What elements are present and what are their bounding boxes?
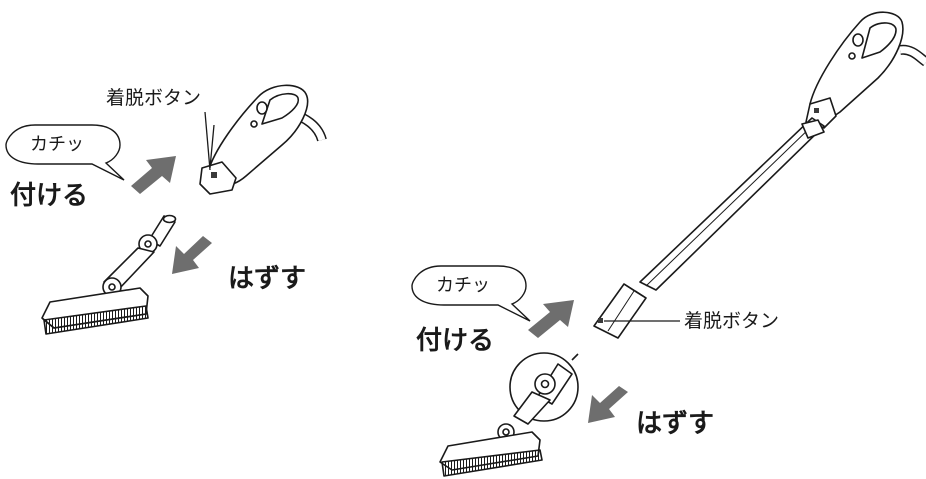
- left-attach-label: 付ける: [10, 181, 89, 211]
- right-detach-label: はずす: [636, 409, 715, 439]
- right-attach-label: 付ける: [416, 326, 495, 356]
- left-release-button-leader: [204, 111, 211, 171]
- right-release-button-label: 着脱ボタン: [684, 310, 780, 332]
- right-attach-arrow: [528, 300, 574, 338]
- left-release-button-label: 着脱ボタン: [106, 87, 202, 109]
- right-click-sound-text: カチッ: [436, 275, 490, 296]
- left-attach-arrow: [131, 156, 176, 194]
- left-handheld-unit: [199, 84, 327, 195]
- left-detach-label: はずす: [228, 264, 307, 294]
- right-detach-arrow: [588, 386, 628, 423]
- right-stick-vacuum-handle: [805, 11, 926, 129]
- left-click-sound-text: カチッ: [30, 134, 84, 155]
- right-extension-pipe: [593, 117, 825, 339]
- left-brush-nozzle: [41, 214, 177, 335]
- left-detach-arrow: [172, 236, 212, 274]
- left-click-bubble: [5, 124, 125, 181]
- right-click-bubble: [411, 265, 531, 322]
- right-brush-nozzle: [439, 352, 579, 477]
